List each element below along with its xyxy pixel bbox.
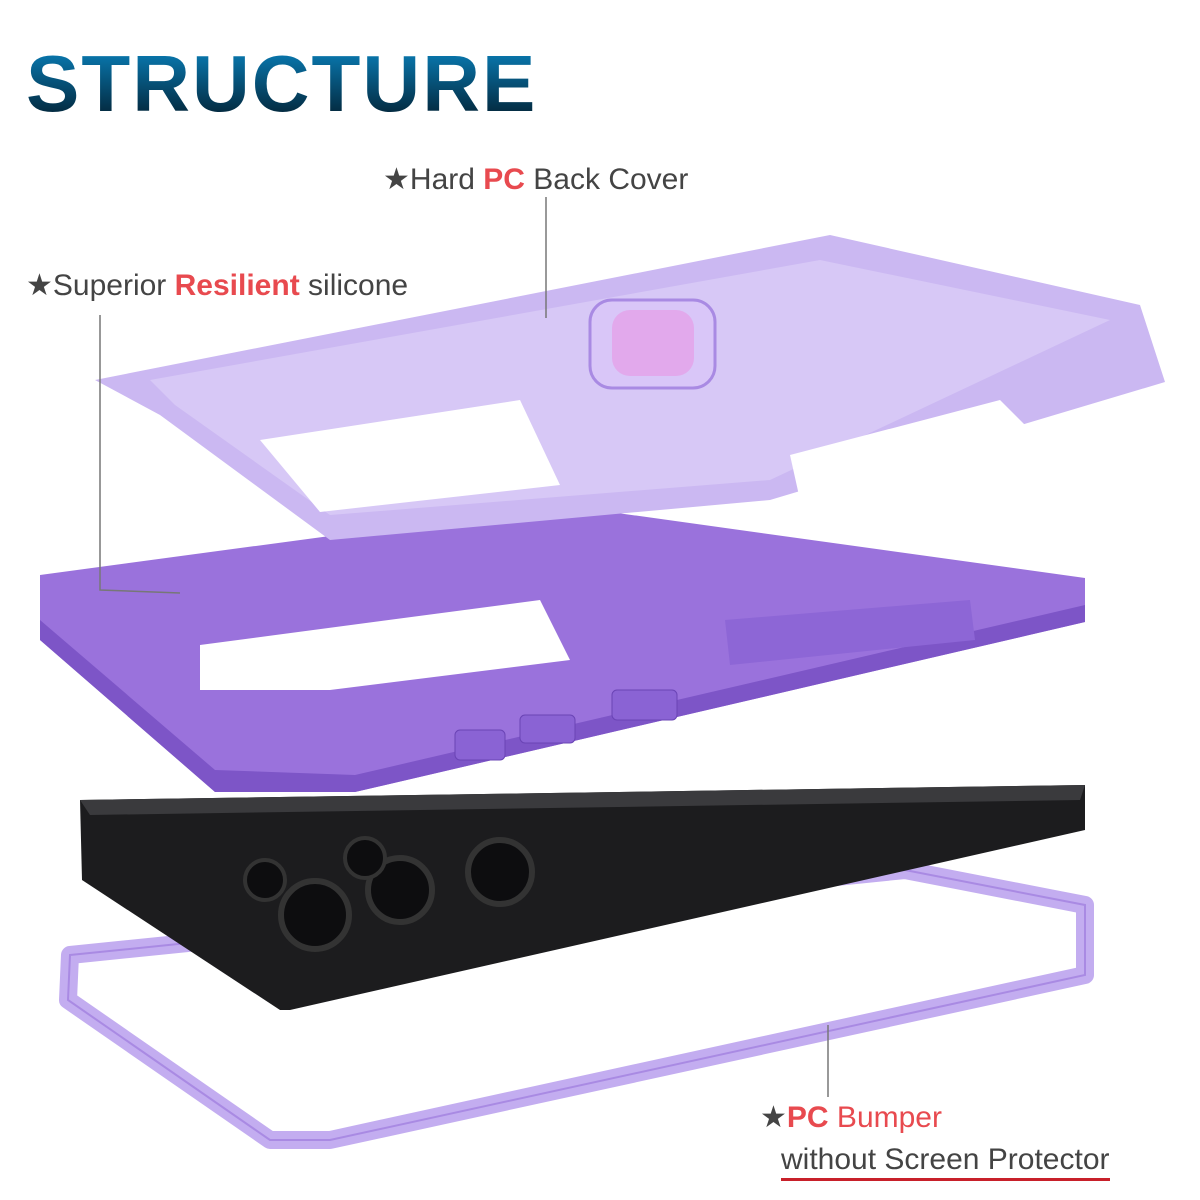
- ring-disc: [612, 310, 694, 376]
- star-icon: ★: [760, 1101, 787, 1134]
- camera-lens-icon: [243, 858, 287, 902]
- label-silicone: ★Superior Resilient silicone: [26, 268, 408, 303]
- star-icon: ★: [383, 163, 410, 196]
- page-title: STRUCTURE: [26, 39, 538, 128]
- leader-line-silicone: [99, 315, 181, 594]
- camera-lens-icon: [465, 837, 535, 907]
- label-highlight: Resilient: [174, 269, 300, 302]
- label-bumper-line2: without Screen Protector: [781, 1143, 1110, 1181]
- label-text: Back Cover: [524, 163, 689, 196]
- label-text: silicone: [299, 269, 409, 302]
- label-text: without Screen Protector: [781, 1143, 1110, 1181]
- silicone-layer: [40, 505, 1085, 792]
- camera-lens-icon: [278, 878, 352, 952]
- label-back-cover: ★Hard PC Back Cover: [383, 162, 688, 197]
- volume-up-button: [454, 729, 506, 761]
- label-text: Hard: [409, 163, 484, 196]
- pc-bumper-frame: [59, 861, 1094, 1149]
- label-text: Bumper: [828, 1101, 942, 1134]
- camera-lens-icon: [343, 836, 387, 880]
- star-icon: ★: [26, 269, 53, 302]
- power-button: [611, 689, 678, 721]
- volume-down-button: [519, 714, 576, 744]
- camera-lens-icon: [365, 855, 435, 925]
- label-bumper: ★PC Bumper: [760, 1100, 942, 1135]
- label-highlight: PC: [483, 163, 525, 196]
- label-highlight: PC: [786, 1101, 829, 1134]
- hard-pc-back-cover: [95, 235, 1165, 540]
- label-text: Superior: [52, 269, 175, 302]
- phone: [80, 785, 1085, 1010]
